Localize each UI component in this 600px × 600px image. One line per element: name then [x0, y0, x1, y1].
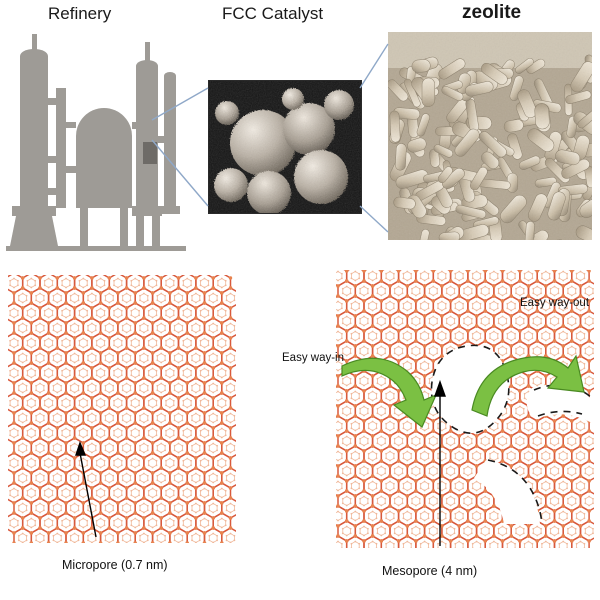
- zeolite-title: zeolite: [462, 2, 522, 23]
- easy-way-out-label: Easy way-out: [520, 297, 590, 309]
- easy-way-out-arrow: [471, 354, 585, 417]
- refinery-illustration: [6, 34, 186, 251]
- micropore-pointer: [75, 441, 97, 538]
- fcc-catalyst-photo: [208, 80, 362, 214]
- mesopore-framework-diagram: [336, 270, 594, 548]
- micropore-caption: Micropore (0.7 nm): [62, 558, 168, 572]
- fcc-unit-highlight: [143, 142, 157, 164]
- fcc-catalyst-title: FCC Catalyst: [222, 4, 324, 23]
- easy-way-in-arrow: [341, 357, 438, 428]
- mesopore-caption: Mesopore (4 nm): [382, 564, 478, 578]
- refinery-title: Refinery: [48, 4, 112, 23]
- micropore-framework-diagram: [8, 275, 236, 543]
- mesopore-pointer: [434, 379, 446, 546]
- mesopore-dashed-outline: [430, 344, 594, 525]
- zeolite-pellets-photo: [388, 32, 592, 240]
- easy-way-in-label: Easy way-in: [282, 352, 344, 364]
